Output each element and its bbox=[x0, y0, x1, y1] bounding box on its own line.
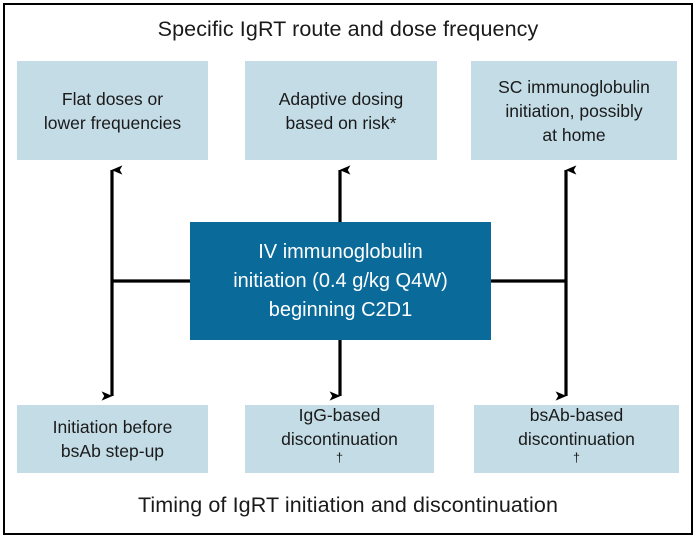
node-bsab-discont-line-1: bsAb-based bbox=[529, 405, 624, 425]
node-flat-doses: Flat doses or lower frequencies bbox=[17, 61, 208, 160]
node-igg-discont-line-2: discontinuation † bbox=[281, 427, 398, 475]
top-caption: Specific IgRT route and dose frequency bbox=[157, 17, 539, 41]
node-center-line-2: initiation (0.4 g/kg Q4W) bbox=[233, 269, 448, 292]
node-igg-based-discontinuation: IgG-based discontinuation † bbox=[245, 405, 434, 473]
connector-right bbox=[491, 165, 577, 401]
node-iv-immunoglobulin-initiation: IV immunoglobulin initiation (0.4 g/kg Q… bbox=[190, 222, 491, 340]
node-sc-initiation-line-2: initiation, possibly bbox=[505, 100, 643, 121]
dagger-marker-bsab: † bbox=[572, 451, 580, 466]
node-bsab-based-discontinuation: bsAb-based discontinuation † bbox=[474, 405, 679, 473]
node-adaptive-dosing-line-1: Adaptive dosing bbox=[278, 88, 404, 109]
connector-left bbox=[101, 165, 190, 401]
node-center-line-1: IV immunoglobulin bbox=[258, 240, 423, 263]
node-adaptive-dosing-line-2: based on risk* bbox=[285, 112, 397, 133]
node-sc-initiation-line-1: SC immunoglobulin bbox=[498, 76, 650, 97]
node-flat-doses-line-2: lower frequencies bbox=[43, 112, 182, 133]
bottom-caption: Timing of IgRT initiation and discontinu… bbox=[137, 493, 558, 517]
node-igg-discont-text: discontinuation bbox=[281, 429, 398, 449]
node-initiation-before-bsab-step-up: Initiation before bsAb step-up bbox=[17, 405, 208, 473]
node-sc-initiation-line-3: at home bbox=[542, 124, 606, 145]
node-center-line-3: beginning C2D1 bbox=[268, 298, 413, 321]
node-initiation-bsab-line-1: Initiation before bbox=[52, 417, 173, 437]
node-bsab-discont-text: discontinuation bbox=[518, 429, 635, 449]
node-flat-doses-line-1: Flat doses or bbox=[61, 88, 164, 109]
node-sc-initiation: SC immunoglobulin initiation, possibly a… bbox=[471, 61, 677, 160]
node-bsab-discont-line-2: discontinuation † bbox=[518, 427, 635, 475]
dagger-marker-igg: † bbox=[335, 451, 343, 466]
node-igg-discont-line-1: IgG-based bbox=[298, 405, 381, 425]
node-initiation-bsab-line-2: bsAb step-up bbox=[60, 441, 165, 461]
node-adaptive-dosing: Adaptive dosing based on risk* bbox=[245, 61, 437, 160]
